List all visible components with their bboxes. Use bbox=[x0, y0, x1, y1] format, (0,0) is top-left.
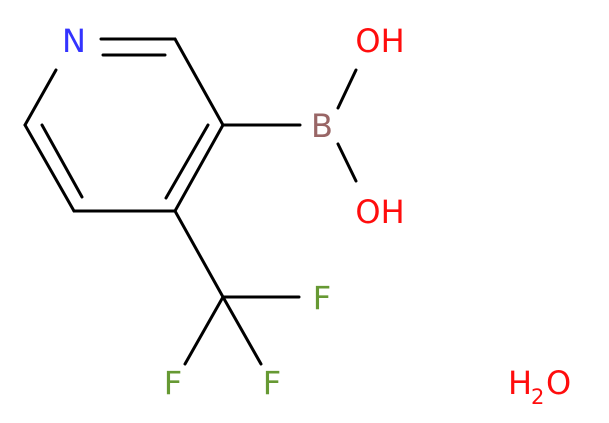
bond-b-oh-top bbox=[336, 68, 358, 110]
atom-hydroxyl-top: OH bbox=[355, 22, 404, 60]
bond-cf3-f-left bbox=[183, 295, 225, 366]
water-hydrogen: H bbox=[508, 364, 532, 402]
atom-hydroxyl-bottom: OH bbox=[355, 193, 404, 231]
atom-nitrogen: N bbox=[62, 22, 86, 60]
water-subscript: 2 bbox=[531, 385, 544, 409]
bond-c3-c4-inner bbox=[164, 123, 210, 200]
bond-c3-c4 bbox=[173, 123, 225, 213]
bond-lines bbox=[23, 37, 358, 366]
bond-c5-c6 bbox=[23, 123, 76, 213]
bond-c6-n bbox=[23, 68, 58, 127]
bond-cf3-f-bottom bbox=[221, 295, 263, 366]
water-oxygen: O bbox=[546, 364, 571, 402]
atom-fluorine-bottom: F bbox=[263, 364, 281, 402]
atom-boron: B bbox=[311, 107, 333, 145]
bond-c4-cf3 bbox=[173, 209, 225, 299]
bond-c5-c6-inner bbox=[40, 123, 84, 199]
bond-b-oh-bottom bbox=[336, 142, 358, 183]
water-formula: H 2 O bbox=[508, 364, 571, 409]
bond-c2-c3 bbox=[173, 37, 225, 127]
atom-fluorine-right: F bbox=[313, 279, 331, 317]
atom-fluorine-left: F bbox=[164, 364, 182, 402]
